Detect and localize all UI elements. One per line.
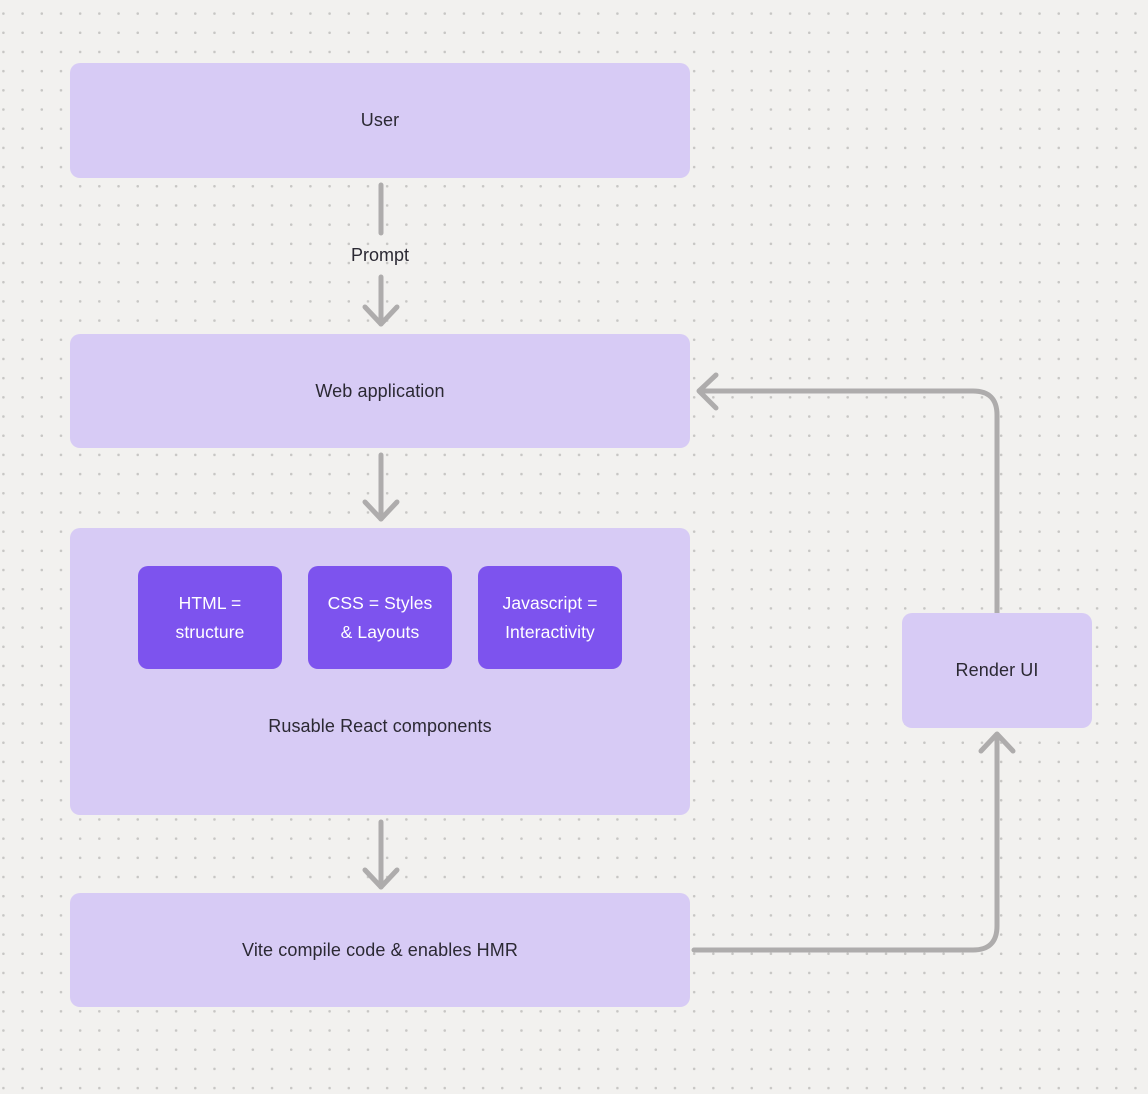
node-render-ui-label: Render UI xyxy=(955,660,1039,680)
arrowhead-up-renderui xyxy=(978,731,1016,754)
node-javascript-label-line1: Javascript = xyxy=(502,592,598,613)
node-web-application: Web application xyxy=(70,334,690,448)
node-css-label-line2: & Layouts xyxy=(340,621,420,642)
arrowhead-down-vite xyxy=(362,867,400,890)
node-css-label-line1: CSS = Styles xyxy=(327,592,433,613)
node-html: HTML = structure xyxy=(138,566,282,669)
node-user: User xyxy=(70,63,690,178)
node-web-application-label: Web application xyxy=(315,380,445,401)
node-render-ui: Render UI xyxy=(902,613,1092,728)
react-components-caption: Rusable React components xyxy=(268,716,492,736)
node-css: CSS = Styles & Layouts xyxy=(308,566,452,669)
arrowhead-left-webapp xyxy=(696,372,719,411)
node-javascript-label-line2: Interactivity xyxy=(505,621,595,642)
node-javascript: Javascript = Interactivity xyxy=(478,566,622,669)
arrowhead-down-components xyxy=(362,499,400,522)
arrow-renderui-to-webapp xyxy=(697,388,1000,616)
arrowhead-down-webapp xyxy=(362,304,400,327)
node-react-components-group: HTML = structure CSS = Styles & Layouts … xyxy=(70,528,690,815)
node-user-label: User xyxy=(360,110,400,130)
arrow-vite-to-renderui xyxy=(691,732,1000,953)
node-html-label-line1: HTML = xyxy=(178,592,242,613)
node-html-label-line2: structure xyxy=(175,621,245,642)
node-vite-label: Vite compile code & enables HMR xyxy=(242,939,518,960)
node-vite: Vite compile code & enables HMR xyxy=(70,893,690,1007)
edge-label-prompt: Prompt xyxy=(350,245,410,265)
